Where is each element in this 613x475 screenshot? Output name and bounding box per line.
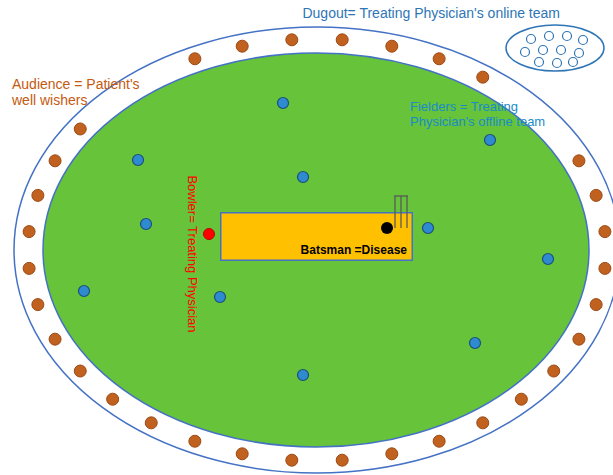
stadium-outline bbox=[14, 27, 613, 473]
field-ellipse bbox=[43, 53, 589, 447]
audience-dot bbox=[573, 333, 585, 345]
online-team-member bbox=[557, 46, 566, 55]
online-team-member bbox=[569, 58, 578, 67]
stump bbox=[394, 196, 395, 228]
audience-dot bbox=[74, 123, 86, 135]
audience-dot bbox=[386, 40, 398, 52]
audience-dot bbox=[49, 333, 61, 345]
audience-dot bbox=[32, 189, 44, 201]
audience-dot bbox=[107, 393, 119, 405]
audience-dot bbox=[433, 435, 445, 447]
fielder-dot bbox=[298, 370, 309, 381]
online-team-member bbox=[521, 48, 530, 57]
audience-dot bbox=[590, 189, 602, 201]
fielder-dot bbox=[298, 172, 309, 183]
audience-dot bbox=[599, 226, 611, 238]
bowler-dot bbox=[204, 229, 215, 240]
audience-dot bbox=[286, 34, 298, 46]
audience-dot bbox=[336, 34, 348, 46]
audience-dot bbox=[573, 155, 585, 167]
audience-dot bbox=[23, 262, 35, 274]
audience-dot bbox=[548, 365, 560, 377]
audience-dot bbox=[477, 71, 489, 83]
pitch-rect bbox=[221, 213, 413, 261]
audience-dot bbox=[286, 454, 298, 466]
audience-dot bbox=[189, 435, 201, 447]
fielder-dot bbox=[141, 219, 152, 230]
audience-dot bbox=[49, 155, 61, 167]
fielder-dot bbox=[470, 338, 481, 349]
audience-dot bbox=[236, 448, 248, 460]
audience-dot bbox=[590, 299, 602, 311]
node-text: Batsman =Disease bbox=[301, 244, 407, 258]
node-text: Dugout= Treating Physician's online team bbox=[302, 5, 560, 21]
dugout-ellipse: Dugout= Treating Physician's online team bbox=[505, 24, 605, 72]
online-team-member bbox=[535, 58, 544, 67]
fielder-dot bbox=[278, 98, 289, 109]
bowler-label: Bowler= Treating Physician bbox=[185, 175, 200, 332]
pitch-rect: Batsman =Disease bbox=[220, 212, 413, 261]
dugout-ellipse bbox=[506, 25, 604, 71]
audience-dot bbox=[145, 417, 157, 429]
audience-dot bbox=[336, 454, 348, 466]
stump bbox=[406, 196, 407, 228]
fielder-dot bbox=[543, 254, 554, 265]
audience-dot bbox=[189, 53, 201, 65]
audience-dot bbox=[433, 53, 445, 65]
stump bbox=[400, 196, 401, 228]
fielder-dot bbox=[423, 223, 434, 234]
audience-dot bbox=[477, 417, 489, 429]
dugout-ellipse-outline bbox=[505, 24, 605, 72]
online-team-member bbox=[575, 49, 584, 58]
batsman-dot bbox=[381, 222, 393, 234]
audience-dot bbox=[236, 40, 248, 52]
audience-dot bbox=[599, 262, 611, 274]
audience-dot bbox=[32, 299, 44, 311]
bail bbox=[394, 195, 408, 196]
online-team-member bbox=[579, 36, 588, 45]
audience-dot bbox=[74, 365, 86, 377]
online-team-member bbox=[539, 46, 548, 55]
audience-dots bbox=[23, 34, 611, 466]
fielder-dot bbox=[133, 155, 144, 166]
audience-dot bbox=[23, 226, 35, 238]
online-team-member bbox=[527, 35, 536, 44]
field-ellipse: Fielders = Treating Physician's offline … bbox=[42, 52, 590, 448]
audience-dot bbox=[515, 393, 527, 405]
fielder-dot bbox=[485, 135, 496, 146]
online-team-member bbox=[553, 59, 562, 68]
audience-dot bbox=[386, 448, 398, 460]
fielder-dot bbox=[215, 292, 226, 303]
audience-label: Audience = Patient's well wishers bbox=[12, 76, 162, 108]
online-team-member bbox=[545, 32, 554, 41]
node-text: Fielders = Treating Physician's offline … bbox=[410, 100, 560, 130]
fielder-dot bbox=[79, 286, 90, 297]
online-team-member bbox=[563, 32, 572, 41]
